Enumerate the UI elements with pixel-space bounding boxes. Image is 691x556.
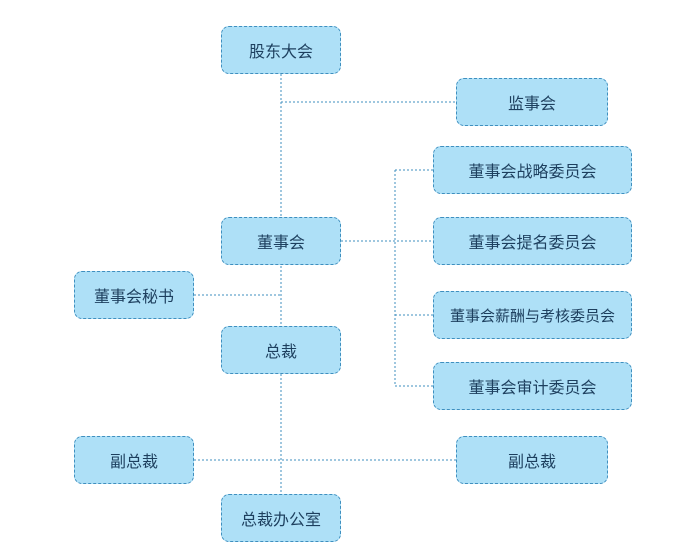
node-strategy-committee: 董事会战略委员会 — [433, 146, 632, 194]
node-president: 总裁 — [221, 326, 341, 374]
node-board-secretary: 董事会秘书 — [74, 271, 194, 319]
node-president-office: 总裁办公室 — [221, 494, 341, 542]
node-shareholders: 股东大会 — [221, 26, 341, 74]
node-compensation-committee: 董事会薪酬与考核委员会 — [433, 291, 632, 339]
node-board: 董事会 — [221, 217, 341, 265]
node-supervisory-board: 监事会 — [456, 78, 608, 126]
node-vice-president-right: 副总裁 — [456, 436, 608, 484]
node-vice-president-left: 副总裁 — [74, 436, 194, 484]
node-nomination-committee: 董事会提名委员会 — [433, 217, 632, 265]
node-audit-committee: 董事会审计委员会 — [433, 362, 632, 410]
